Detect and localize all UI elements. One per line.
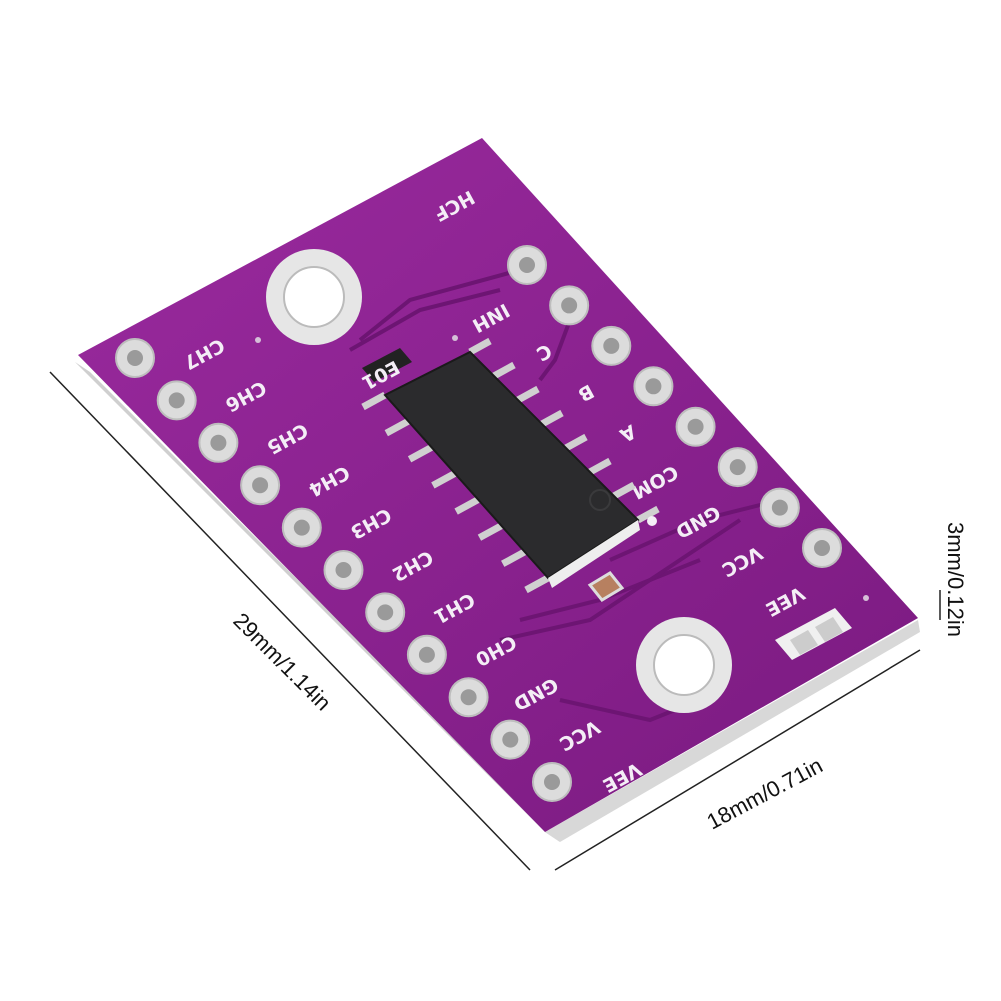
width-dimension-line (554, 649, 921, 871)
ic-pin (501, 548, 527, 567)
thickness-label: 3mm/0.12in (943, 522, 968, 637)
ic-pin (384, 418, 410, 437)
pcb-traces (349, 268, 781, 723)
width-label: 18mm/0.71in (703, 753, 827, 835)
ic-pin (431, 470, 457, 489)
ic-pin (477, 522, 504, 541)
pin-left-ch3: CH3 (281, 503, 395, 548)
ic-pin (361, 391, 387, 411)
board-edge-right (545, 620, 920, 842)
mounting-hole (636, 617, 732, 713)
ic-pin (612, 481, 636, 500)
ic-pin (540, 409, 564, 428)
ic-pin (492, 361, 516, 380)
ic-pin (588, 457, 612, 476)
ic-pin (516, 385, 540, 404)
ic-pin (468, 337, 492, 356)
ic-pin (454, 496, 480, 515)
ic-chip-side (548, 520, 640, 588)
ic-pin (636, 505, 660, 524)
mounting-hole (266, 249, 362, 345)
length-label: 29mm/1.14in (228, 608, 336, 716)
ic-pin (564, 433, 588, 452)
ic-pin1-marker (589, 489, 611, 511)
solder-jumper (775, 608, 852, 660)
smd-capacitor (587, 571, 625, 602)
ic-pin (524, 574, 550, 594)
length-dimension-line (49, 371, 531, 871)
pin-right-a: A (616, 366, 674, 446)
ic-pin (407, 444, 434, 463)
